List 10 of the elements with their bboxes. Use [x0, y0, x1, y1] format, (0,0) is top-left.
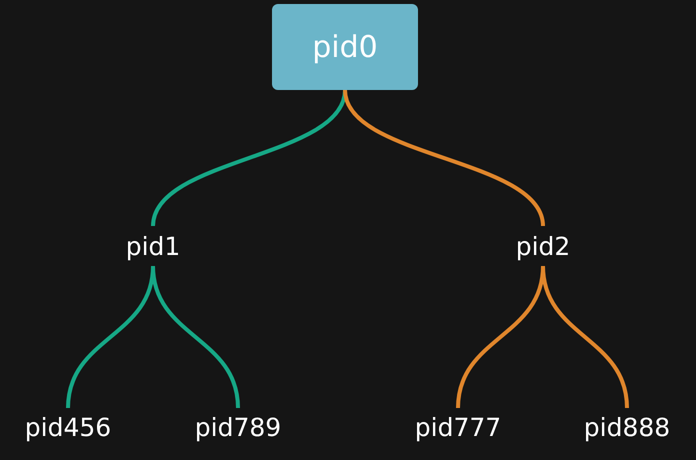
connector-curve	[151, 266, 240, 408]
root-box: pid0	[272, 4, 418, 90]
node-label: pid2	[498, 226, 588, 266]
node-label: pid456	[13, 408, 123, 446]
node-label: pid1	[108, 226, 198, 266]
connector-curve	[343, 90, 545, 226]
node-label: pid789	[183, 408, 293, 446]
node-label: pid777	[403, 408, 513, 446]
node-label: pid888	[572, 408, 682, 446]
connector-curve	[541, 266, 629, 408]
